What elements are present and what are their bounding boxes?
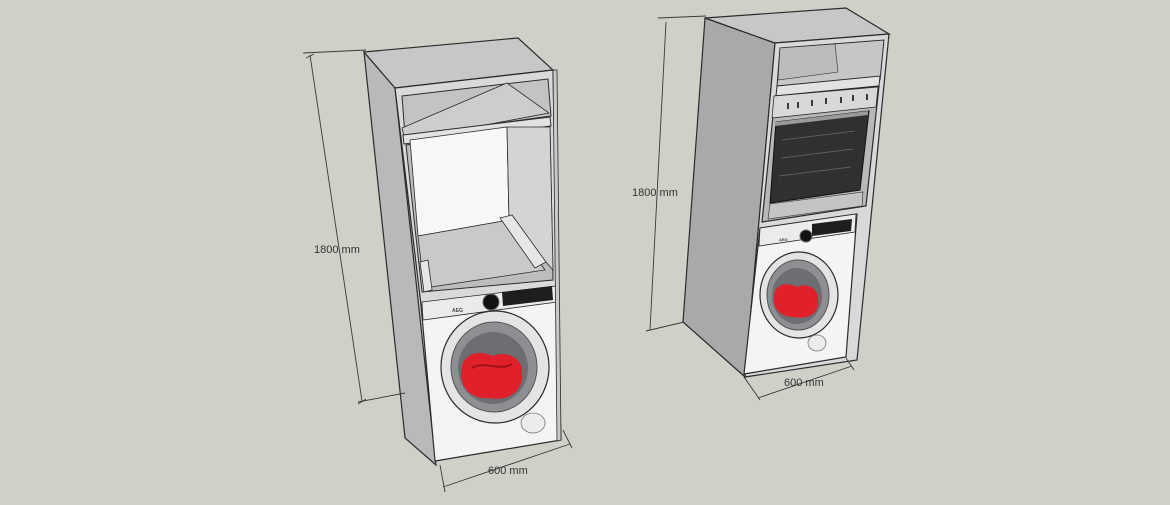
- left-washer-program-dial: [482, 293, 500, 311]
- right-washer-brand-logo: AEG: [779, 237, 788, 242]
- right-oven-bottom-trim: [767, 191, 864, 220]
- left-lower-niche-back-wall: [409, 126, 510, 237]
- cabinet-right: AEG: [682, 7, 891, 379]
- oven-knob-icon: [811, 100, 813, 106]
- right-height-label: 1800 mm: [632, 187, 678, 199]
- right-width-dimension: [743, 357, 855, 401]
- oven-knob-icon: [852, 95, 854, 101]
- left-height-dimension: [302, 49, 406, 405]
- oven-knob-icon: [840, 97, 842, 103]
- right-oven-door-handle: [775, 111, 868, 126]
- oven-knob-icon: [787, 103, 789, 109]
- oven-knob-icon: [797, 102, 799, 108]
- right-oven-racks: [778, 130, 856, 177]
- left-washer-laundry: [460, 353, 523, 399]
- right-washer-filter-cover: [807, 334, 827, 352]
- right-width-label: 600 mm: [784, 377, 824, 389]
- oven-knob-icon: [866, 94, 868, 100]
- right-oven-knobs: [787, 94, 868, 109]
- left-lower-niche-right-wall: [506, 126, 554, 272]
- left-washer-display: [502, 286, 553, 306]
- cabinet-left-right-edge: [552, 69, 562, 442]
- right-washer-program-dial: [799, 229, 813, 243]
- oven-knob-icon: [825, 98, 827, 104]
- right-washing-machine: AEG: [743, 213, 858, 375]
- right-height-dimension: [645, 15, 707, 332]
- left-height-label: 1800 mm: [314, 244, 360, 256]
- left-width-label: 600 mm: [488, 465, 528, 477]
- left-washer-filter-cover: [520, 412, 546, 434]
- left-washer-brand-logo: AEG: [452, 308, 463, 314]
- right-washer-laundry: [773, 284, 819, 318]
- left-washer-laundry-fold: [471, 363, 513, 369]
- left-rail-right: [499, 214, 547, 269]
- left-rail-left: [419, 259, 433, 293]
- left-width-dimension: [439, 429, 573, 493]
- cabinet-left: AEG: [362, 37, 562, 467]
- right-upper-niche-back: [777, 43, 839, 81]
- right-washer-display: [812, 219, 852, 236]
- right-built-in-oven: [761, 85, 880, 223]
- left-washing-machine: AEG: [420, 285, 562, 462]
